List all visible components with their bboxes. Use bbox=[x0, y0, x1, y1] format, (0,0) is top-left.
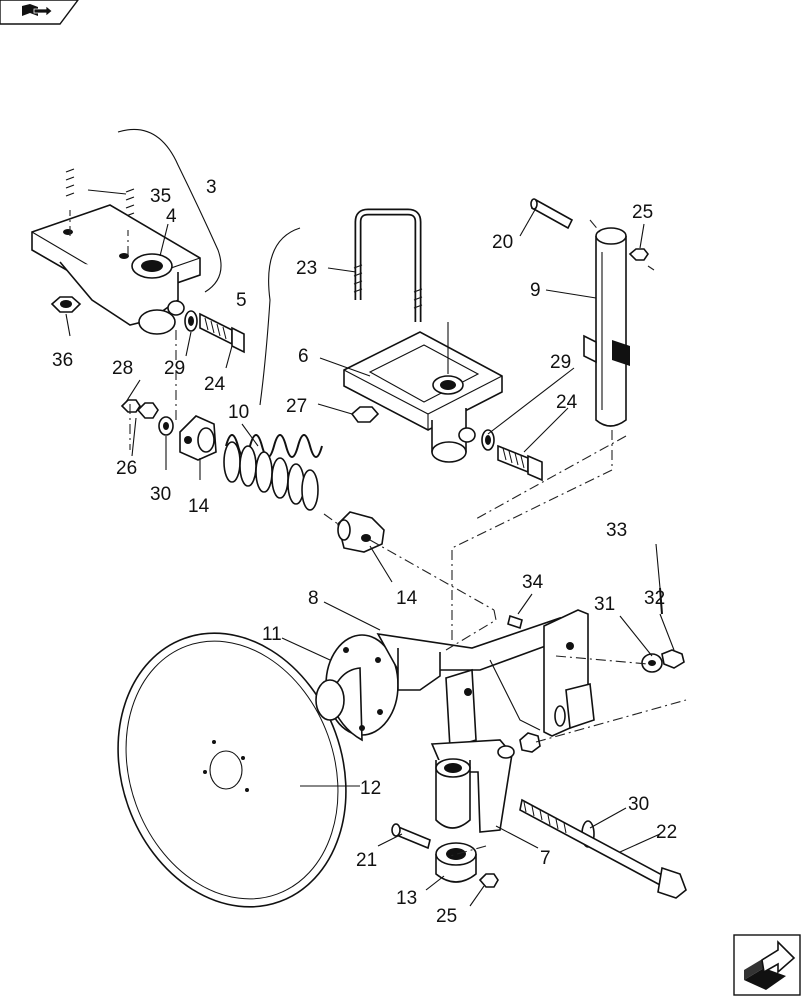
callout-34: 34 bbox=[522, 572, 544, 593]
book-arrow-icon bbox=[22, 4, 53, 17]
callout-24b: 24 bbox=[556, 392, 578, 413]
bolt-24b bbox=[497, 444, 543, 482]
cotter-pin-33 bbox=[659, 587, 663, 615]
callout-3: 3 bbox=[206, 177, 217, 198]
callout-7: 7 bbox=[540, 848, 551, 869]
mount-7 bbox=[430, 668, 515, 833]
callout-27: 27 bbox=[286, 396, 307, 417]
callout-8: 8 bbox=[308, 588, 319, 609]
nut-26 bbox=[136, 402, 159, 419]
callout-31: 31 bbox=[594, 594, 615, 615]
callout-36: 36 bbox=[52, 350, 73, 371]
pin-34 bbox=[507, 614, 523, 630]
callout-labels: 3 4 35 36 29 24 23 5 6 27 20 25 9 29 24 … bbox=[52, 177, 677, 927]
rod-22 bbox=[519, 798, 687, 899]
callout-6: 6 bbox=[298, 346, 309, 367]
callout-23: 23 bbox=[296, 258, 317, 279]
callout-24a: 24 bbox=[204, 374, 226, 395]
callout-28: 28 bbox=[112, 358, 133, 379]
collar-13 bbox=[435, 842, 477, 883]
callout-14b: 14 bbox=[396, 588, 418, 609]
bushing-4 bbox=[131, 253, 173, 279]
spring-seat-14a bbox=[179, 415, 217, 461]
callout-14a: 14 bbox=[188, 496, 210, 517]
callout-13: 13 bbox=[396, 888, 417, 909]
callout-10: 10 bbox=[228, 402, 249, 423]
nut-28 bbox=[120, 399, 141, 413]
bolt-24a bbox=[199, 312, 245, 354]
callout-20: 20 bbox=[492, 232, 513, 253]
callout-26: 26 bbox=[116, 458, 137, 479]
tube-9 bbox=[583, 227, 630, 427]
callout-25a: 25 bbox=[632, 202, 653, 223]
callout-32: 32 bbox=[644, 588, 665, 609]
callout-12: 12 bbox=[360, 778, 381, 799]
forward-arrow-icon bbox=[744, 940, 796, 990]
nut-arm bbox=[519, 732, 541, 753]
nut-25a bbox=[628, 248, 649, 261]
bolt-21 bbox=[391, 823, 431, 850]
callout-33: 33 bbox=[606, 520, 627, 541]
assembly-lines bbox=[69, 210, 687, 857]
disc-blade-12 bbox=[117, 632, 347, 908]
next-page-button[interactable] bbox=[733, 934, 801, 996]
washer-29a bbox=[184, 310, 198, 332]
bracket-3-brace bbox=[117, 128, 222, 293]
nut-32 bbox=[661, 649, 685, 669]
callout-25b: 25 bbox=[436, 906, 457, 927]
bracket-5-brace bbox=[259, 227, 301, 406]
callout-29b: 29 bbox=[550, 352, 571, 373]
back-to-index-button[interactable] bbox=[0, 0, 79, 25]
callout-35: 35 bbox=[150, 186, 171, 207]
spring-10 bbox=[223, 434, 323, 511]
u-bolt-23 bbox=[353, 208, 423, 322]
washer-31 bbox=[641, 653, 663, 673]
leader-lines bbox=[65, 189, 675, 907]
washer-30a bbox=[158, 416, 174, 436]
u-bolt-35 bbox=[65, 116, 135, 228]
callout-4: 4 bbox=[166, 206, 177, 227]
callout-30b: 30 bbox=[628, 794, 649, 815]
callout-11: 11 bbox=[262, 624, 282, 645]
callout-21: 21 bbox=[356, 850, 377, 871]
bracket-6 bbox=[343, 322, 503, 463]
washer-29b bbox=[481, 429, 495, 451]
callout-30a: 30 bbox=[150, 484, 171, 505]
pin-20 bbox=[530, 198, 574, 230]
nut-25b bbox=[478, 873, 499, 888]
callout-22: 22 bbox=[656, 822, 677, 843]
spring-plate bbox=[543, 609, 595, 737]
nut-27 bbox=[350, 406, 380, 423]
nut-36 bbox=[50, 296, 82, 313]
callout-9: 9 bbox=[530, 280, 541, 301]
callout-29a: 29 bbox=[164, 358, 185, 379]
callout-5: 5 bbox=[236, 290, 247, 311]
spring-seat-14b bbox=[337, 511, 385, 553]
